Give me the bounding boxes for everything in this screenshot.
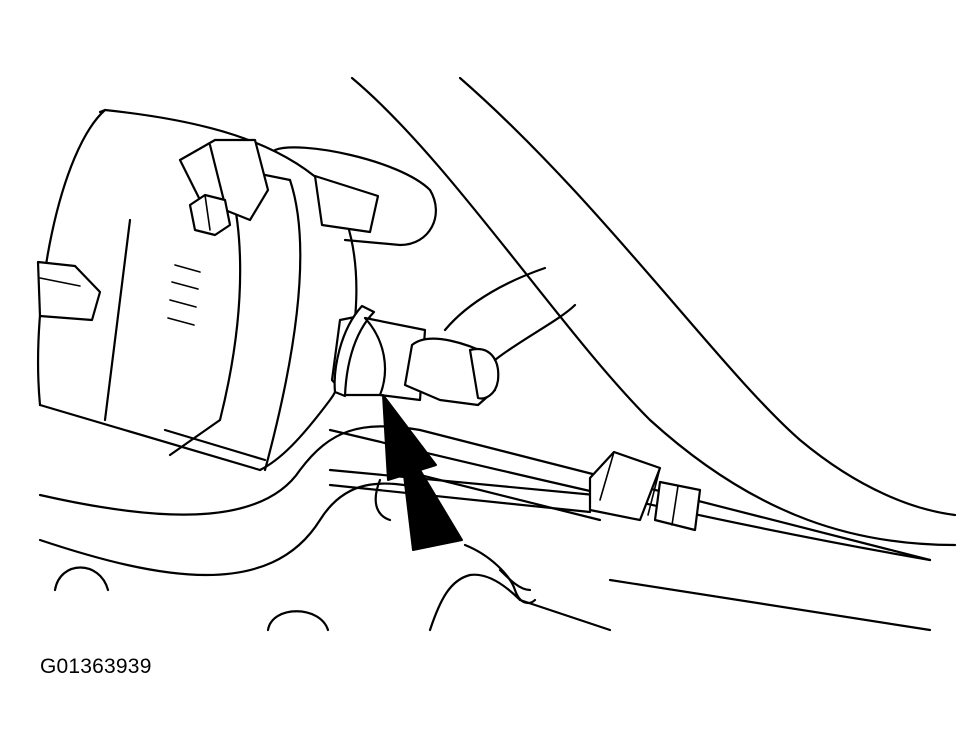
left-tabs <box>36 260 102 322</box>
figure-id-label: G01363939 <box>40 655 152 678</box>
fuel-filter <box>37 108 358 472</box>
clamp-slots <box>167 264 201 326</box>
mount-slot <box>313 174 380 234</box>
filter-outlet <box>330 266 577 407</box>
callout-arrow <box>382 394 463 551</box>
line-fitting-nut <box>588 450 662 522</box>
frame-holes <box>53 566 932 632</box>
body-panel <box>350 76 957 547</box>
quick-connect-collar <box>333 304 376 398</box>
frame-rail <box>38 403 932 576</box>
mount-bracket <box>273 146 437 247</box>
fuel-line <box>328 450 702 532</box>
line-fitting-end <box>653 480 702 532</box>
